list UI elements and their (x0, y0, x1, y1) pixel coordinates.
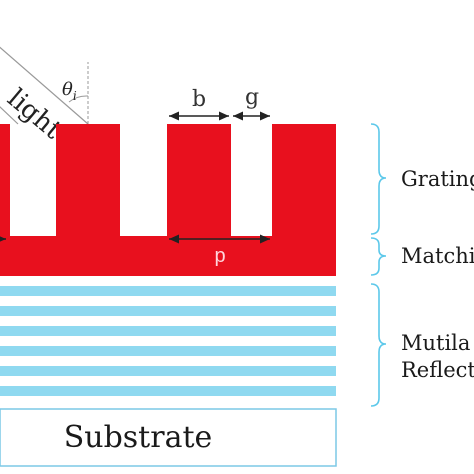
grating-ridge (56, 124, 120, 236)
substrate-label: Substrate (64, 420, 213, 455)
reflector-stripe (0, 306, 336, 316)
reflector-stripe (0, 386, 336, 396)
theta-symbol: θi (62, 79, 77, 103)
period-label: p (214, 245, 225, 267)
gap-width-label: g (245, 85, 259, 110)
layer-braces (370, 123, 387, 407)
matching-layer (0, 236, 336, 276)
reflector-stripe (0, 346, 336, 356)
grating-brace (370, 123, 387, 235)
reflector-label-line2: Reflect (401, 358, 474, 382)
reflector-stripe (0, 286, 336, 296)
grating-ridge (272, 124, 336, 236)
ridge-width-label: b (192, 87, 206, 112)
matching-brace (370, 237, 387, 276)
multilayer-reflector (0, 286, 336, 396)
period-dimension: p (169, 234, 270, 267)
grating-ridge (0, 124, 10, 236)
reflector-stripe (0, 366, 336, 376)
substrate-block: Substrate (0, 408, 337, 467)
incidence-angle: θi (62, 62, 89, 124)
matching-layer-label: Matchi (401, 244, 474, 268)
grating-ridge (167, 124, 231, 236)
grating-layer-label: Grating (401, 167, 474, 191)
reflector-stripe (0, 326, 336, 336)
grating-layer (0, 124, 336, 236)
ridge-width-dimension: b (169, 87, 229, 121)
gap-width-dimension: g (233, 85, 270, 121)
reflector-brace (370, 283, 387, 407)
reflector-label-line1: Mutila (401, 331, 470, 355)
